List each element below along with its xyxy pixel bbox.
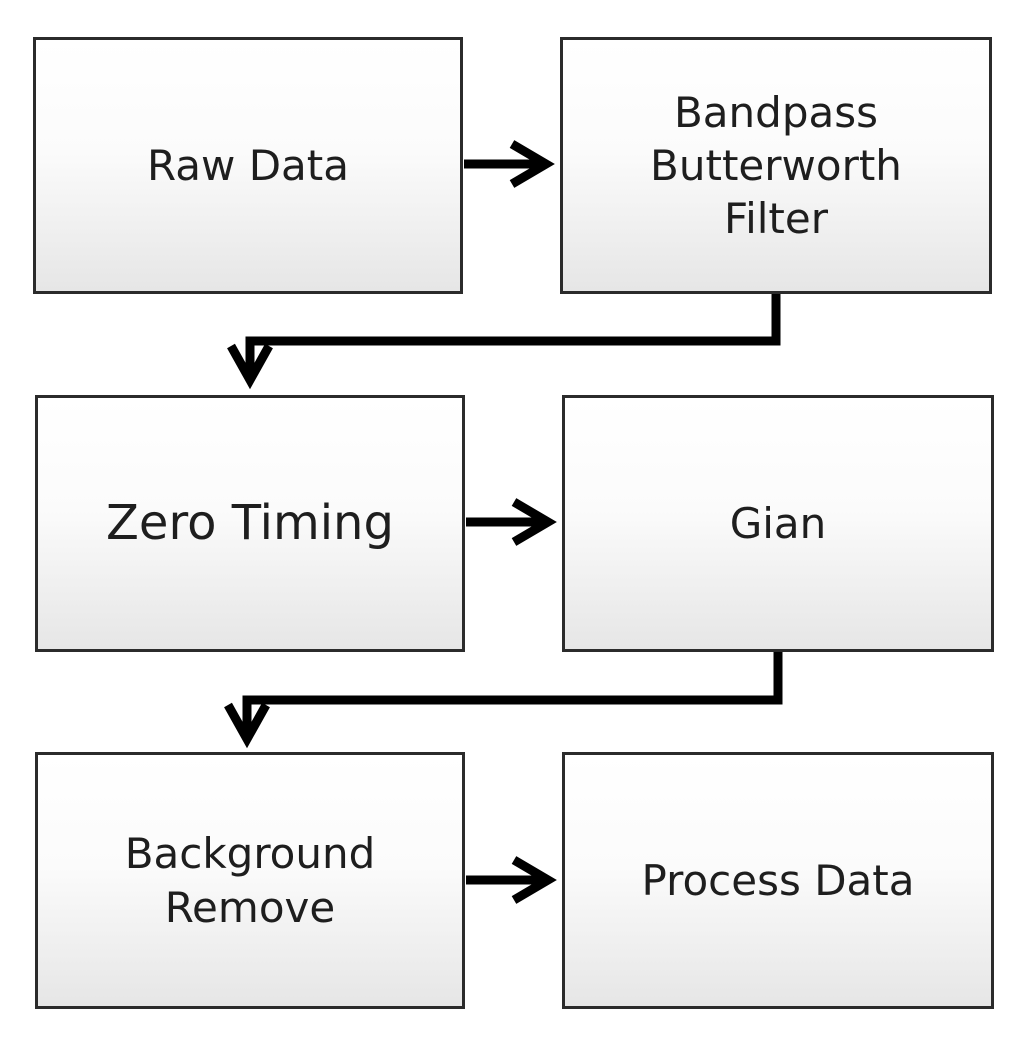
node-label: Bandpass Butterworth Filter — [650, 87, 902, 244]
arrow-bandpass-to-zero — [227, 294, 781, 390]
node-process-data: Process Data — [562, 752, 994, 1009]
node-bandpass-butterworth-filter: Bandpass Butterworth Filter — [560, 37, 992, 294]
node-background-remove: Background Remove — [35, 752, 465, 1009]
node-label: Process Data — [641, 855, 915, 905]
node-gian: Gian — [562, 395, 994, 652]
arrow-zero-to-gian — [466, 498, 557, 546]
node-label: Zero Timing — [106, 495, 394, 552]
arrow-bg-to-process — [466, 856, 557, 904]
node-label: Raw Data — [147, 140, 349, 190]
node-raw-data: Raw Data — [33, 37, 463, 294]
node-label: Gian — [729, 498, 827, 548]
arrow-raw-to-bandpass — [464, 140, 555, 188]
node-label: Background Remove — [124, 829, 376, 932]
node-zero-timing: Zero Timing — [35, 395, 465, 652]
arrow-gian-to-bg — [224, 652, 783, 749]
